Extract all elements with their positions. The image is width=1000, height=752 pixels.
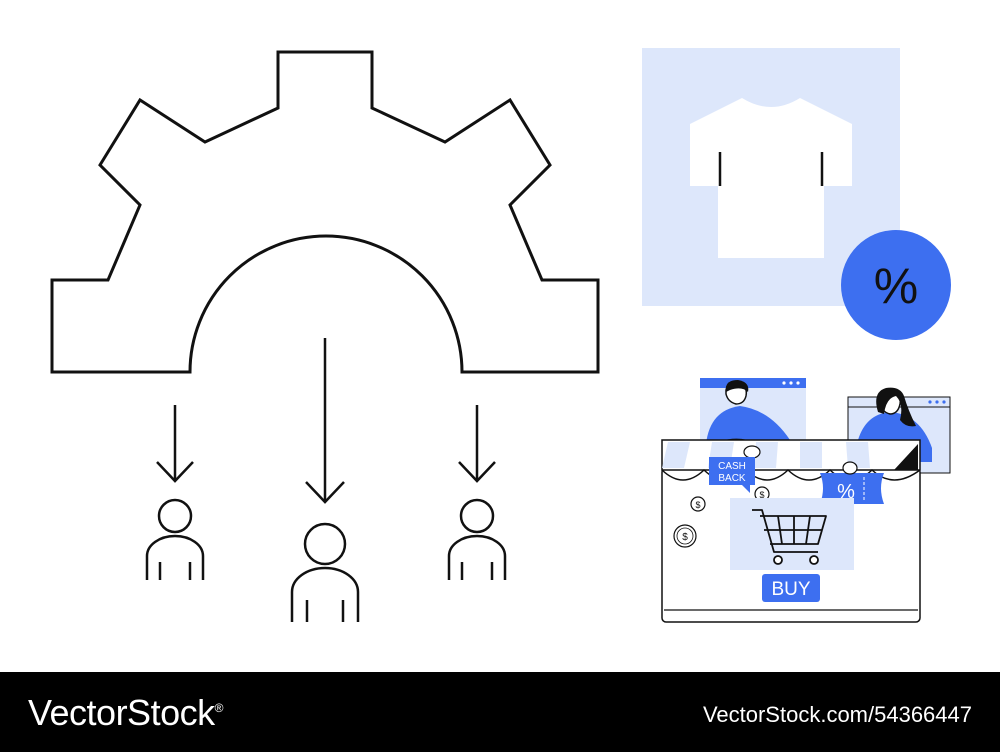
cashback-sign: CASH BACK xyxy=(709,457,755,493)
percent-icon: % xyxy=(874,258,918,314)
coin-symbol: $ xyxy=(695,500,700,510)
watermark-footer: VectorStock® VectorStock.com/54366447 xyxy=(0,672,1000,752)
man-figure xyxy=(706,380,790,448)
buy-button-label: BUY xyxy=(771,579,810,600)
vectorstock-logo: VectorStock® xyxy=(28,692,223,734)
coin-icon-1: $ xyxy=(690,496,706,512)
arrow-down-icon-right xyxy=(458,405,496,483)
person-icon-right xyxy=(447,498,507,580)
coin-icon-3: $ xyxy=(673,524,697,548)
arrow-down-icon-left xyxy=(156,405,194,483)
discount-badge: % xyxy=(841,230,951,340)
coupon-percent-icon: % xyxy=(837,481,855,503)
shopping-cart-icon xyxy=(752,509,827,565)
illustration-canvas: % xyxy=(50,48,951,623)
image-id: VectorStock.com/54366447 xyxy=(702,702,972,727)
product-card xyxy=(730,498,854,570)
gear-icon xyxy=(50,50,600,374)
person-icon-center xyxy=(290,522,360,622)
brand-registered-mark: ® xyxy=(214,701,224,715)
cashback-label-line1: CASH xyxy=(718,461,746,472)
person-icon-left xyxy=(145,498,205,580)
coin-symbol: $ xyxy=(759,490,764,500)
arrow-down-icon-center xyxy=(305,338,345,504)
buy-button[interactable]: BUY xyxy=(762,574,820,602)
brand-name: VectorStock xyxy=(28,692,215,733)
cashback-label-line2: BACK xyxy=(718,473,746,484)
coupon-ticket: % xyxy=(820,461,884,504)
man-hand xyxy=(743,445,761,459)
coin-symbol: $ xyxy=(682,532,688,543)
coin-icon-2: $ xyxy=(754,486,770,502)
tshirt-icon xyxy=(690,98,852,258)
